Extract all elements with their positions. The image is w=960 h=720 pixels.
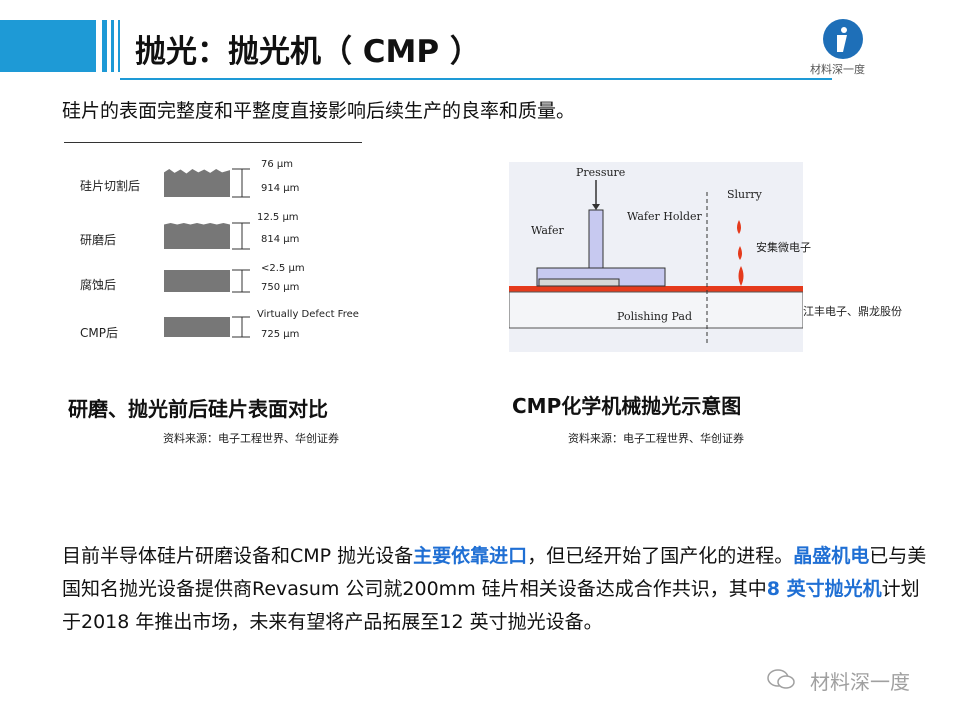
slurry-supplier-note: 安集微电子: [756, 241, 811, 254]
row-bottom-annotation: 914 μm: [261, 183, 300, 194]
wechat-icon: [767, 669, 795, 689]
body-text-segment: 计划于2018 年推出市场，未来有望将产品拓展至12 英寸抛光设备。: [62, 578, 920, 633]
highlight-import-dependence: 主要依靠进口: [413, 545, 528, 567]
row-top-annotation: 76 μm: [261, 159, 294, 170]
header-accent-bar: [118, 20, 120, 72]
row-bottom-annotation: 814 μm: [261, 234, 300, 245]
right-figure-source: 资料来源：电子工程世界、华创证券: [568, 432, 744, 445]
left-figure-caption: 研磨、抛光前后硅片表面对比: [68, 397, 328, 421]
row-label: 硅片切割后: [80, 179, 141, 193]
left-figure-source: 资料来源：电子工程世界、华创证券: [163, 432, 339, 445]
lead-sentence: 硅片的表面完整度和平整度直接影响后续生产的良率和质量。: [62, 100, 576, 122]
row-bottom-annotation: 750 μm: [261, 282, 300, 293]
row-top-annotation: 12.5 μm: [257, 212, 299, 223]
dimension-lines: [232, 168, 250, 338]
body-text-segment: 目前半导体硅片研磨设备和CMP 抛光设备: [62, 545, 414, 567]
row-top-annotation: Virtually Defect Free: [257, 309, 359, 320]
body-text-segment: ，但已经开始了国产化的进程。: [527, 545, 794, 567]
wafer-block: [164, 270, 230, 292]
pressure-label: Pressure: [576, 166, 626, 179]
pad-supplier-note: 江丰电子、鼎龙股份: [803, 305, 902, 318]
brand-logo-icon: [823, 19, 863, 59]
row-bottom-annotation: 725 μm: [261, 329, 300, 340]
polishing-pad-label: Polishing Pad: [617, 310, 692, 323]
header-accent-bar: [102, 20, 107, 72]
highlight-product: 8 英寸抛光机: [766, 578, 882, 600]
right-figure-caption: CMP化学机械抛光示意图: [512, 394, 742, 418]
header-accent-bar: [111, 20, 114, 72]
row-label: 腐蚀后: [80, 278, 117, 292]
slide-title: 抛光：抛光机（ CMP ）: [135, 34, 481, 70]
body-text-segment: 已与美国知名抛光设备提供商Revasum 公司就200mm 硅片相关设备达成合作…: [62, 545, 927, 600]
row-top-annotation: <2.5 μm: [261, 263, 305, 274]
header-accent-block: [0, 20, 96, 72]
wafer-label: Wafer: [531, 224, 564, 237]
header-divider: [120, 78, 832, 80]
wafer-block: [164, 223, 230, 249]
row-label: CMP后: [80, 326, 118, 340]
cmp-schematic-figure: Pressure Wafer Wafer Holder Slurry Polis…: [509, 162, 803, 352]
wafer-holder-label: Wafer Holder: [627, 210, 702, 223]
highlight-company: 晶盛机电: [793, 545, 870, 567]
watermark-text: 材料深一度: [810, 670, 910, 694]
slurry-label: Slurry: [727, 188, 762, 201]
row-label: 研磨后: [80, 233, 117, 247]
wafer-block: [164, 169, 230, 197]
wafer-surface-comparison-figure: 硅片切割后 76 μm 914 μm 研磨后 12.5 μm 814 μm 腐蚀…: [64, 142, 362, 351]
body-paragraph: 目前半导体硅片研磨设备和CMP 抛光设备主要依靠进口，但已经开始了国产化的进程。…: [62, 540, 932, 639]
brand-logo-text: 材料深一度: [810, 63, 865, 76]
wafer-block: [164, 317, 230, 337]
